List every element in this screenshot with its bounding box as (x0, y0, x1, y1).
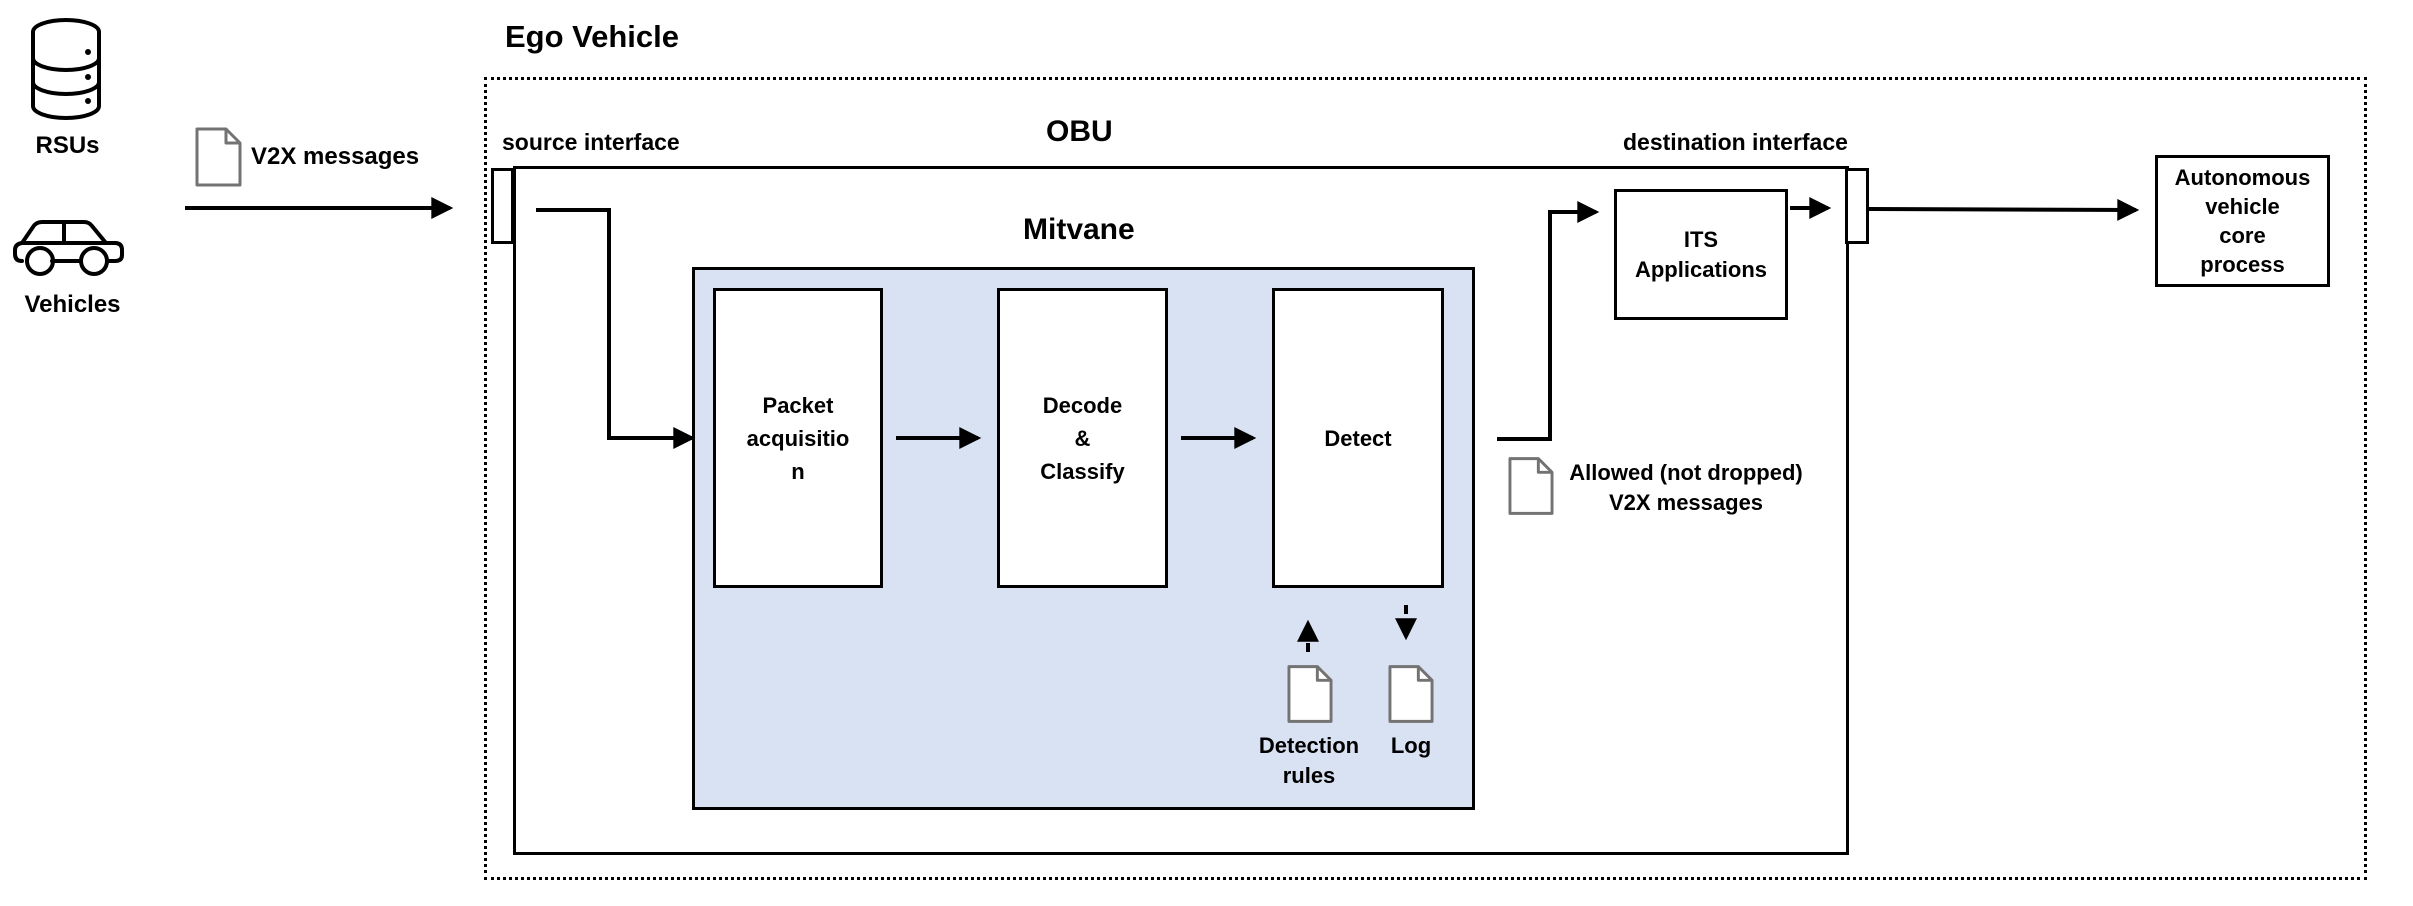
log-label: Log (1390, 733, 1432, 758)
car-icon (13, 220, 124, 276)
stage-label: n (791, 458, 805, 484)
autonomous-core-process-box: Autonomous vehicle core process (2155, 155, 2330, 287)
ego-vehicle-title: Ego Vehicle (505, 19, 680, 54)
detection-rules-document-icon (1287, 665, 1333, 723)
source-interface-port (491, 168, 514, 244)
ego-vehicle-box (484, 77, 2367, 880)
decode-classify-box: Decode & Classify (997, 288, 1168, 588)
packet-acquisition-box: Packet acquisitio n (713, 288, 883, 588)
v2x-messages-label: V2X messages (251, 143, 420, 170)
destination-interface-label: destination interface (1623, 129, 1848, 155)
stage-label: Classify (1040, 458, 1125, 484)
stage-label: Packet (762, 392, 834, 418)
stage-label: & (1074, 425, 1091, 451)
v2x-document-icon (195, 127, 242, 187)
mitvane-title: Mitvane (1023, 213, 1135, 246)
source-interface-label: source interface (502, 129, 680, 155)
destination-interface-port (1845, 168, 1869, 244)
detection-rules-label: Detection rules (1258, 733, 1360, 788)
its-applications-box: ITS Applications (1614, 189, 1788, 320)
rsus-label: RSUs (35, 132, 100, 159)
obu-title: OBU (1046, 115, 1113, 148)
obu-box (513, 166, 1849, 855)
stage-label: acquisitio (746, 425, 850, 451)
allowed-document-icon (1508, 457, 1554, 515)
log-document-icon (1388, 665, 1434, 723)
stage-label: Detect (1324, 425, 1392, 451)
vehicles-label: Vehicles (24, 291, 121, 318)
stage-label: Decode (1042, 392, 1123, 418)
database-icon (31, 18, 101, 120)
allowed-v2x-label: Allowed (not dropped) V2X messages (1569, 460, 1803, 515)
detect-box: Detect (1272, 288, 1444, 588)
